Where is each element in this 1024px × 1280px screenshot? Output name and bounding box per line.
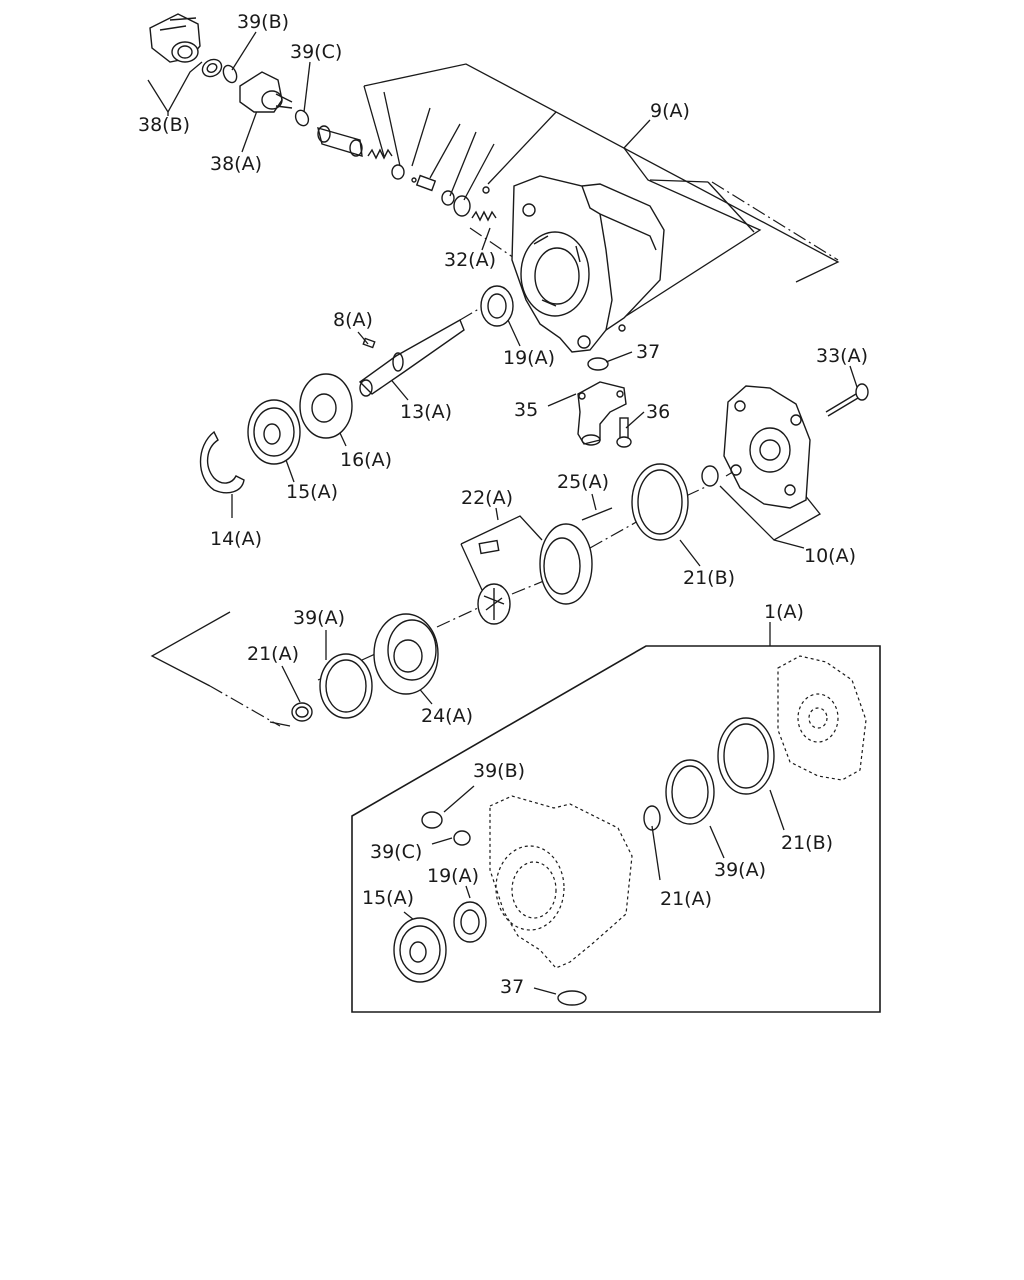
label-1a: 1(A) [764,601,804,623]
spring-small [367,148,393,160]
label-32a: 32(A) [444,249,496,271]
label-39c: 39(C) [290,41,342,63]
inset-cover [777,655,867,781]
fitting-38b [149,13,201,63]
label-22a: 22(A) [461,487,513,509]
label-14a: 14(A) [210,528,262,550]
label-24a: 24(A) [421,705,473,727]
kit-inset-box [351,645,881,1013]
gasket-21b [631,463,689,541]
callout-labels: 38(B) 39(B) 39(C) 38(A) 9(A) 32(A) 8(A) … [138,11,868,998]
spring-32a [471,210,497,222]
elbow-35 [577,381,627,446]
inset-label-15a: 15(A) [362,887,414,909]
label-16a: 16(A) [340,449,392,471]
bearing-19a [480,285,514,327]
label-21a: 21(A) [247,643,299,665]
inset-label-39b: 39(B) [473,760,525,782]
label-33a: 33(A) [816,345,868,367]
label-10a: 10(A) [804,545,856,567]
label-36: 36 [646,401,670,423]
bearing-15a [247,399,301,465]
inset-pump-body [489,795,633,969]
label-8a: 8(A) [333,309,373,331]
label-35: 35 [514,399,538,421]
plate-24a [373,613,439,695]
pump-body-9a [482,175,665,353]
label-21b: 21(B) [683,567,735,589]
valve-spool [317,125,363,157]
label-39a: 39(A) [293,607,345,629]
label-38a: 38(A) [210,153,262,175]
inset-label-21b: 21(B) [781,832,833,854]
inset-label-21a: 21(A) [660,888,712,910]
inset-oring-37 [557,990,587,1006]
inset-label-37: 37 [500,976,524,998]
label-25a: 25(A) [557,471,609,493]
label-19a: 19(A) [503,347,555,369]
inset-label-39c: 39(C) [370,841,422,863]
inset-label-39a: 39(A) [714,859,766,881]
inset-gasket-39a [665,759,715,825]
washer-16a [299,373,353,439]
label-15a: 15(A) [286,481,338,503]
label-13a: 13(A) [400,401,452,423]
inset-oring-39c [453,830,471,846]
bolt-33a [825,383,869,417]
washer-38b [201,58,223,78]
rotor-cam-22a [477,523,593,625]
fitting-38a [239,71,293,113]
oring-39b [222,64,238,84]
bolt-36 [616,417,632,448]
inset-gasket-21b [717,717,775,795]
inset-label-19a: 19(A) [427,865,479,887]
inset-oring-21a [643,805,661,831]
label-37: 37 [636,341,660,363]
oring-21a [291,702,313,722]
inset-bearing-15a [393,917,447,983]
pin-25a [581,507,613,521]
inset-oring-39b [421,811,443,829]
plug-small [391,164,471,217]
label-9a: 9(A) [650,100,690,122]
oring-39c [294,109,310,127]
bushing [701,465,719,487]
gasket-39a [319,653,373,719]
shaft-13a [358,318,465,397]
label-38b: 38(B) [138,114,190,136]
snap-ring-14a [199,430,245,494]
cover-10a [723,385,811,509]
inset-bearing-19a [453,901,487,943]
oring-37 [587,357,609,371]
label-39b: 39(B) [237,11,289,33]
leader-lines [147,31,859,995]
